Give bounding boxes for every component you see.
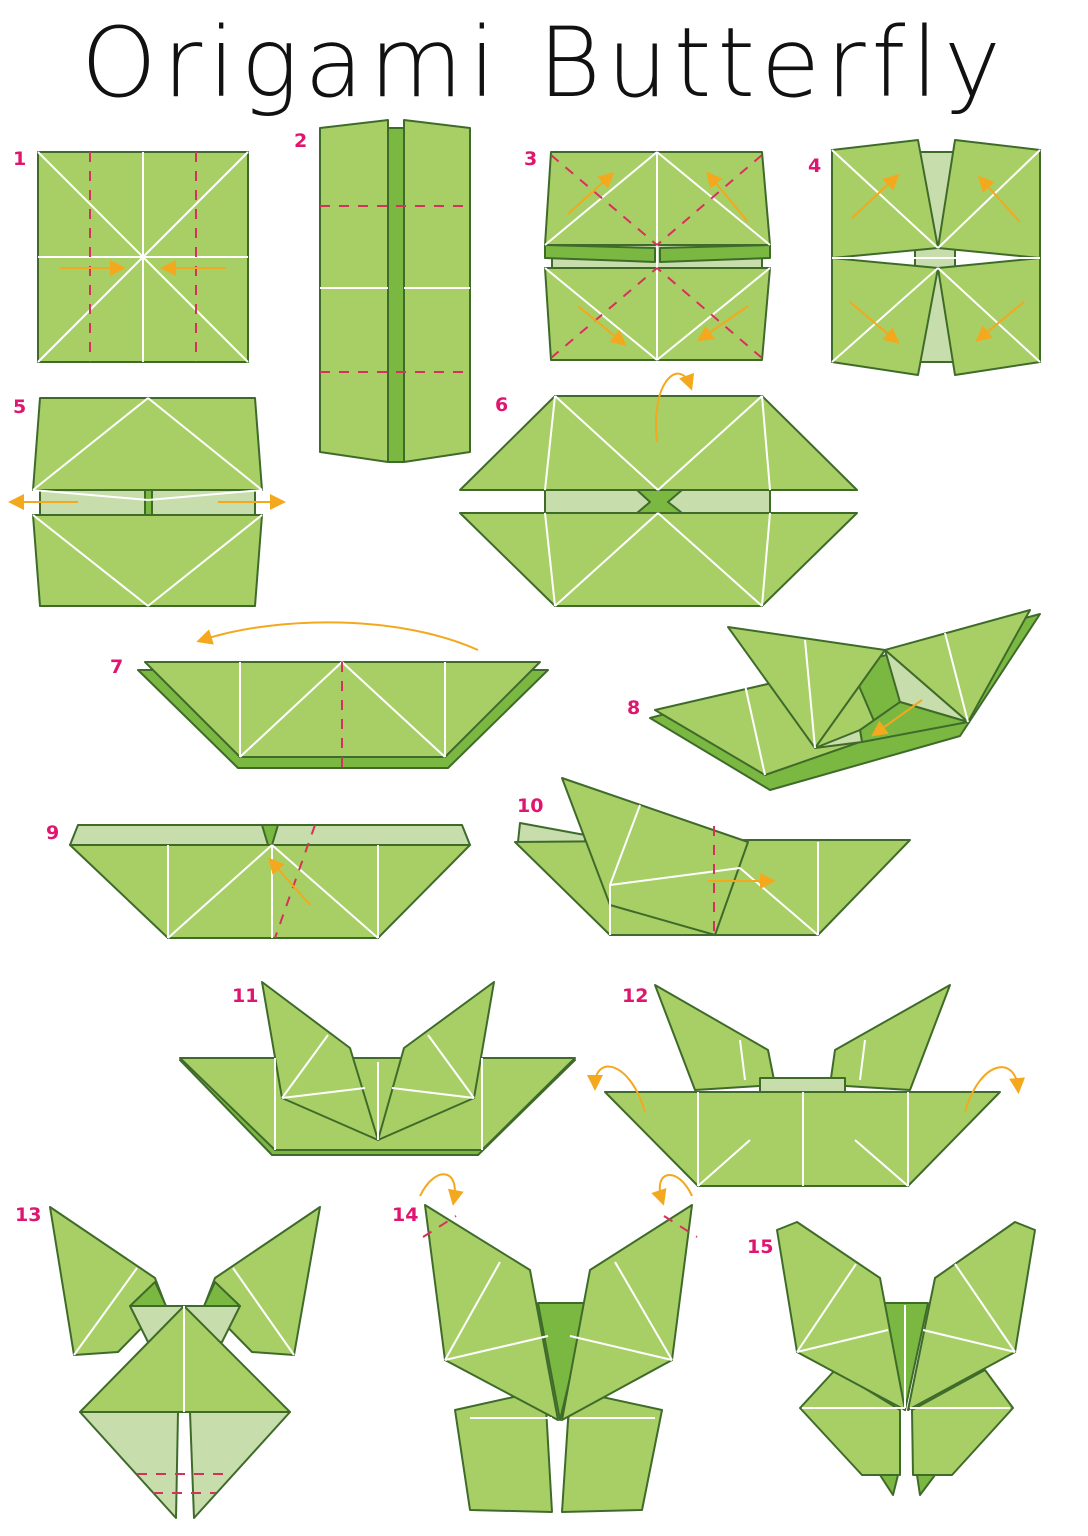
step-2-diagram	[319, 119, 471, 463]
step-number-12: 12	[622, 985, 649, 1007]
step-number-15: 15	[747, 1236, 774, 1258]
page-title: Origami Butterfly	[81, 7, 1007, 119]
step-number-7: 7	[110, 656, 124, 678]
step-number-2: 2	[294, 130, 308, 152]
step-number-5: 5	[13, 396, 27, 418]
step-11-diagram	[179, 981, 576, 1156]
step-number-11: 11	[232, 985, 259, 1007]
step-10-diagram	[514, 777, 911, 936]
step-14-diagram	[419, 1173, 698, 1513]
step-1-diagram	[37, 151, 249, 363]
step-3-diagram	[544, 151, 771, 361]
step-4-diagram	[831, 139, 1041, 376]
step-number-14: 14	[392, 1204, 419, 1226]
step-number-10: 10	[517, 795, 544, 817]
step-8-diagram	[649, 609, 1041, 791]
step-7-diagram	[137, 621, 549, 769]
step-5-diagram	[8, 397, 286, 607]
step-number-1: 1	[13, 148, 27, 170]
step-number-13: 13	[15, 1204, 42, 1226]
step-number-8: 8	[627, 697, 641, 719]
step-number-9: 9	[46, 822, 60, 844]
step-6-diagram	[459, 372, 858, 607]
step-13-diagram	[49, 1206, 321, 1519]
step-12-diagram	[587, 984, 1026, 1187]
step-number-6: 6	[495, 394, 509, 416]
step-number-4: 4	[808, 155, 822, 177]
step-15-diagram	[776, 1221, 1036, 1496]
step-number-3: 3	[524, 148, 538, 170]
step-9-diagram	[69, 824, 471, 939]
